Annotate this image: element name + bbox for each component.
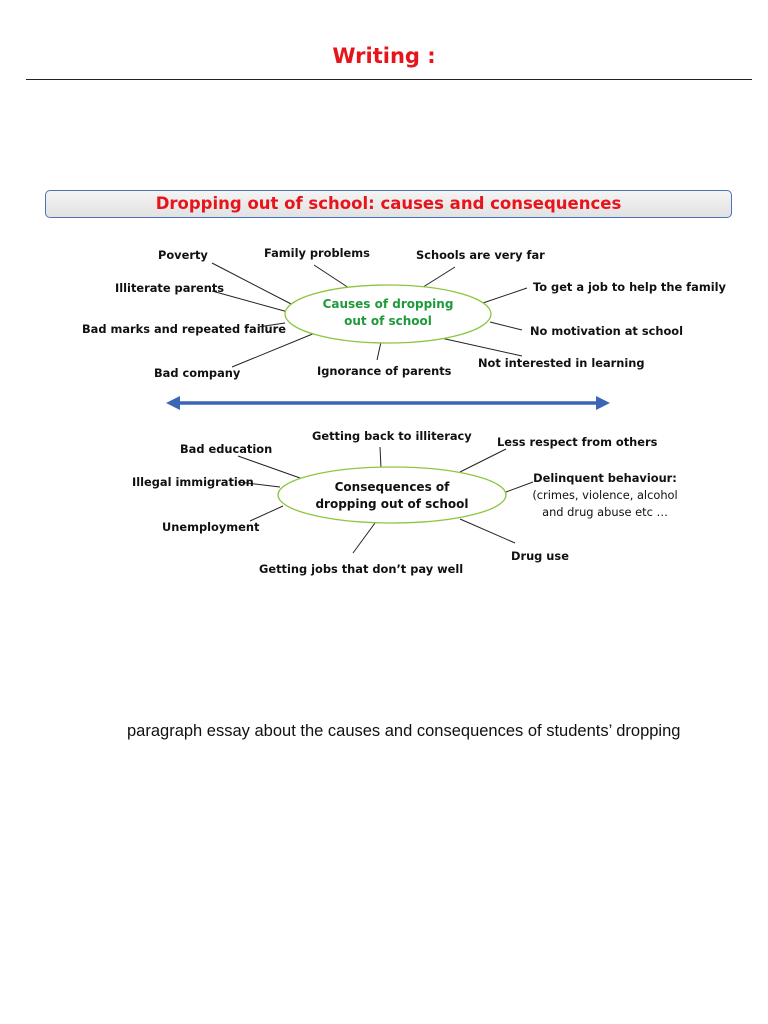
consequence-unemployment: Unemployment bbox=[162, 520, 260, 534]
consequence-drug-use: Drug use bbox=[511, 549, 569, 563]
consequences-center-line2: dropping out of school bbox=[315, 497, 469, 511]
delinquent-line1: Delinquent behaviour: bbox=[533, 471, 677, 485]
causes-center-line1: Causes of dropping bbox=[322, 297, 454, 311]
connector-low-pay-jobs bbox=[352, 522, 376, 554]
connector-no-motivation bbox=[489, 321, 523, 331]
delinquent-line3: and drug abuse etc … bbox=[542, 505, 668, 519]
connector-bad-marks bbox=[257, 322, 286, 328]
consequences-center: Consequences of dropping out of school bbox=[302, 479, 482, 513]
connector-illegal-immigration bbox=[237, 481, 281, 488]
essay-prompt: paragraph essay about the causes and con… bbox=[127, 722, 681, 740]
consequence-back-to-illiteracy: Getting back to illiteracy bbox=[312, 429, 472, 443]
cause-poverty: Poverty bbox=[158, 248, 208, 262]
connector-bad-company bbox=[231, 332, 316, 368]
delinquent-line2: (crimes, violence, alcohol bbox=[532, 488, 678, 502]
connector-family-problems bbox=[313, 264, 353, 291]
cause-no-motivation: No motivation at school bbox=[530, 324, 684, 338]
connector-less-respect bbox=[459, 448, 507, 473]
consequences-center-line1: Consequences of bbox=[334, 480, 450, 494]
consequence-delinquent-behaviour: Delinquent behaviour: (crimes, violence,… bbox=[530, 470, 680, 521]
heading-divider bbox=[26, 79, 752, 80]
consequences-ellipse bbox=[277, 466, 507, 524]
causes-center-line2: out of school bbox=[344, 314, 432, 328]
cause-not-interested: Not interested in learning bbox=[478, 356, 645, 370]
connector-not-interested bbox=[431, 335, 523, 357]
cause-schools-far: Schools are very far bbox=[416, 248, 545, 262]
causes-center: Causes of dropping out of school bbox=[308, 296, 468, 330]
diagram-title: Dropping out of school: causes and conse… bbox=[45, 190, 732, 218]
causes-connectors bbox=[211, 262, 528, 368]
connector-get-job bbox=[479, 287, 528, 305]
causes-ellipse bbox=[284, 284, 492, 344]
connector-drug-use bbox=[459, 518, 516, 544]
page-heading: Writing : bbox=[332, 44, 436, 68]
consequence-less-respect: Less respect from others bbox=[497, 435, 658, 449]
connector-poverty bbox=[211, 262, 296, 307]
consequence-bad-education: Bad education bbox=[180, 442, 273, 456]
consequence-illegal-immigration: Illegal immigration bbox=[132, 475, 254, 489]
connector-delinquent bbox=[505, 481, 534, 493]
cause-illiterate-parents: Illiterate parents bbox=[115, 281, 225, 295]
connector-illiterate-parents bbox=[211, 290, 289, 313]
connector-illiteracy bbox=[379, 446, 382, 469]
cause-family-problems: Family problems bbox=[264, 246, 370, 260]
consequence-low-pay-jobs: Getting jobs that don’t pay well bbox=[259, 562, 464, 576]
consequences-connectors bbox=[237, 446, 534, 554]
connector-schools-far bbox=[419, 266, 456, 290]
connector-bad-education bbox=[237, 455, 301, 479]
cause-bad-company: Bad company bbox=[154, 366, 241, 380]
connector-unemployment bbox=[249, 505, 284, 522]
double-arrow bbox=[166, 396, 610, 410]
cause-ignorance-of-parents: Ignorance of parents bbox=[317, 364, 452, 378]
connector-ignorance bbox=[376, 341, 382, 361]
cause-bad-marks: Bad marks and repeated failure bbox=[82, 322, 286, 336]
cause-get-job: To get a job to help the family bbox=[533, 280, 726, 294]
